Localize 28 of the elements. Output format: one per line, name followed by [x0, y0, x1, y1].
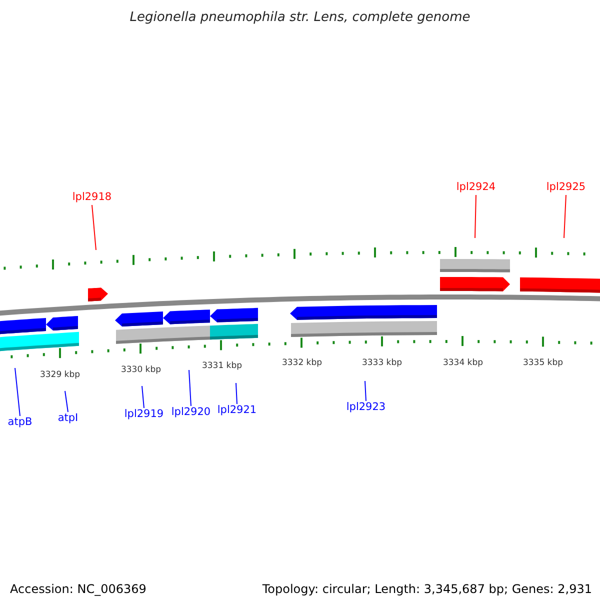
leader-line — [142, 386, 144, 408]
scale-label: 3329 kbp — [40, 370, 80, 380]
scale-label: 3330 kbp — [120, 365, 162, 375]
gene-label: lpl2923 — [346, 401, 386, 414]
footer-text: Accession: NC_006369 — [10, 582, 146, 596]
leader-line — [14, 368, 20, 416]
scale-label: 3331 kbp — [202, 361, 242, 371]
scale-label: 3334 kbp — [442, 358, 484, 368]
leader-line — [474, 194, 476, 238]
scale-label: 3335 kbp — [522, 358, 564, 368]
gene-label: lpl2925 — [546, 181, 586, 194]
leader-line — [64, 390, 68, 412]
footer-text: Topology: circular; Length: 3,345,687 bp; Genes: 2,931 — [262, 582, 592, 596]
leader-line — [236, 382, 238, 404]
leader-line — [364, 380, 366, 402]
gene-label: atpB — [8, 416, 32, 429]
scale-label: 3333 kbp — [362, 358, 402, 368]
scale-label: 3332 kbp — [282, 358, 322, 368]
map-title: Legionella pneumophila str. Lens, complete genome — [128, 10, 472, 25]
leader-line — [564, 194, 566, 238]
gene-label: lpl2921 — [217, 404, 257, 417]
gene-label: lpl2918 — [72, 191, 112, 204]
gene-label: lpl2920 — [171, 406, 211, 419]
leader-line — [188, 370, 192, 406]
gene-label: lpl2924 — [456, 181, 496, 194]
gene-label: atpI — [58, 412, 78, 425]
gene-label: lpl2919 — [124, 408, 164, 421]
leader-line — [92, 204, 96, 250]
